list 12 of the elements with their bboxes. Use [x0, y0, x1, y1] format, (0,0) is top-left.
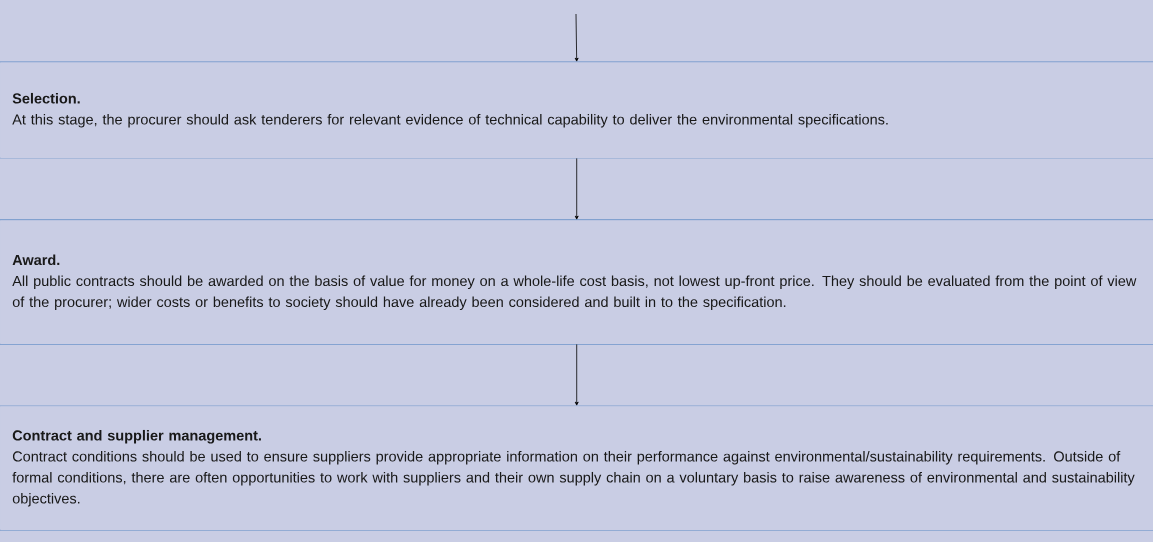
node-label: Contract and supplier management.: [12, 429, 261, 444]
arrow: [574, 344, 579, 406]
stage-box: Selection. At this stage, the procurer should ask tenderers for relevant evidence of technical capability to deliver the environmental specifications.: [0, 62, 1153, 159]
node-label: All public contracts should be awarded on the basis of value for money on a whole-life cost basis, not lowest up-front price. They should be evaluated from the point of view of the procurer; wider costs or benefits to society should have already been considered and built in to the specification.: [12, 275, 1137, 310]
node-label: Selection.: [12, 92, 80, 104]
arrow: [574, 13, 579, 62]
stage-box: Award. All public contracts should be awarded on the basis of value for money on a whole-life cost basis, not lowest up-front price. They should be evaluated from the point of view of the procurer; wider costs or benefits to society should have already been considered and built in to the specification.: [0, 220, 1153, 345]
node-label: Contract conditions should be used to ensure suppliers provide appropriate information on their performance against environmental/sustainability requirements. Outside of formal conditions, there are often opportunities to work with suppliers and their own supply chain on a voluntary basis to raise awareness of environmental and sustainability objectives.: [12, 450, 1135, 507]
node-label: At this stage, the procurer should ask tenderers for relevant evidence of technical capability to deliver the environmental specifications.: [12, 113, 888, 128]
node-label: Award.: [12, 254, 60, 266]
stage-box: Contract and supplier management. Contract conditions should be used to ensure suppliers provide appropriate information on their performance against environmental/sustainability requirements. Outside of formal conditions, there are often opportunities to work with suppliers and their own supply chain on a voluntary basis to raise awareness of environmental and sustainability objectives.: [0, 406, 1153, 531]
arrow: [574, 158, 579, 220]
